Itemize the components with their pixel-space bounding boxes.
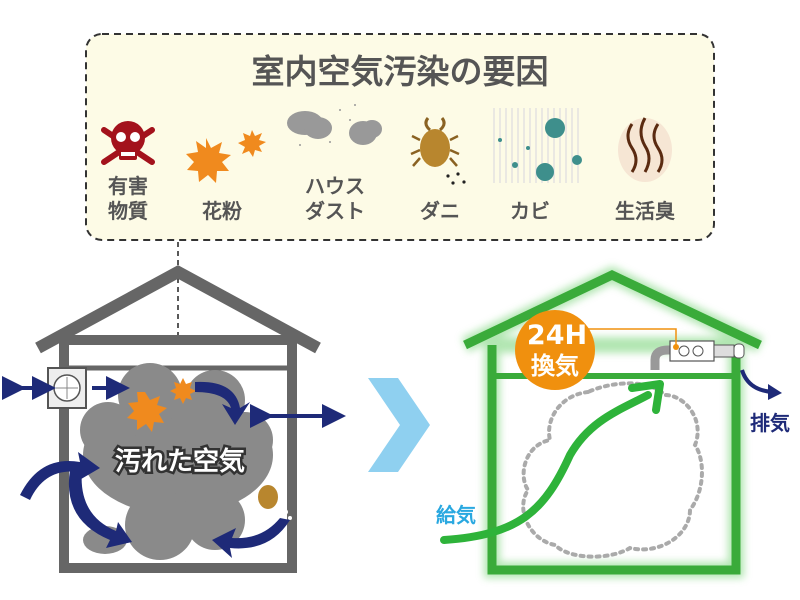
badge-line1: 24H: [527, 320, 587, 351]
cause-label: ダスト: [305, 199, 365, 223]
polluted-air-label: 汚れた空気: [115, 446, 245, 477]
mite-icon: [410, 117, 466, 185]
pollen-icon: [127, 378, 196, 432]
ventilation-fan-icon: [47, 367, 87, 409]
cause-label: カビ: [510, 199, 550, 223]
circulation-arrows: [20, 381, 290, 558]
exhaust-arrow: [740, 369, 773, 394]
skull-crossbones-icon: [101, 121, 155, 165]
clean-air-outline: [521, 381, 704, 559]
polluted-house: 汚れた空気: [2, 265, 346, 573]
panel-box: [85, 33, 715, 241]
odor-icon: [618, 117, 672, 182]
causes-panel: 室内空気汚染の要因 有害 物質 花粉 ハウス ダスト: [85, 33, 715, 241]
cause-label: ハウス: [305, 174, 365, 198]
24h-badge: [515, 310, 595, 390]
badge-line2: 換気: [531, 352, 579, 380]
cause-label: 物質: [108, 199, 148, 223]
cause-label: ダニ: [420, 199, 460, 223]
supply-air-arrow: [440, 391, 652, 544]
mite-icon: [258, 485, 292, 520]
ventilation-unit-icon: [650, 340, 745, 370]
ventilated-house: 24H 換気 排気 給気: [436, 266, 790, 578]
cause-label: 有害: [108, 174, 148, 198]
exhaust-label: 排気: [750, 411, 790, 435]
mold-icon: [493, 108, 582, 183]
pollen-icon: [186, 130, 266, 183]
transition-arrow: [368, 378, 430, 472]
supply-label: 給気: [436, 503, 476, 527]
cause-label: 生活臭: [615, 199, 675, 223]
panel-title: 室内空気汚染の要因: [252, 52, 549, 91]
cause-label: 花粉: [202, 199, 242, 223]
house-dust-icon: [287, 104, 382, 146]
air-flow-arrows: [2, 376, 346, 428]
